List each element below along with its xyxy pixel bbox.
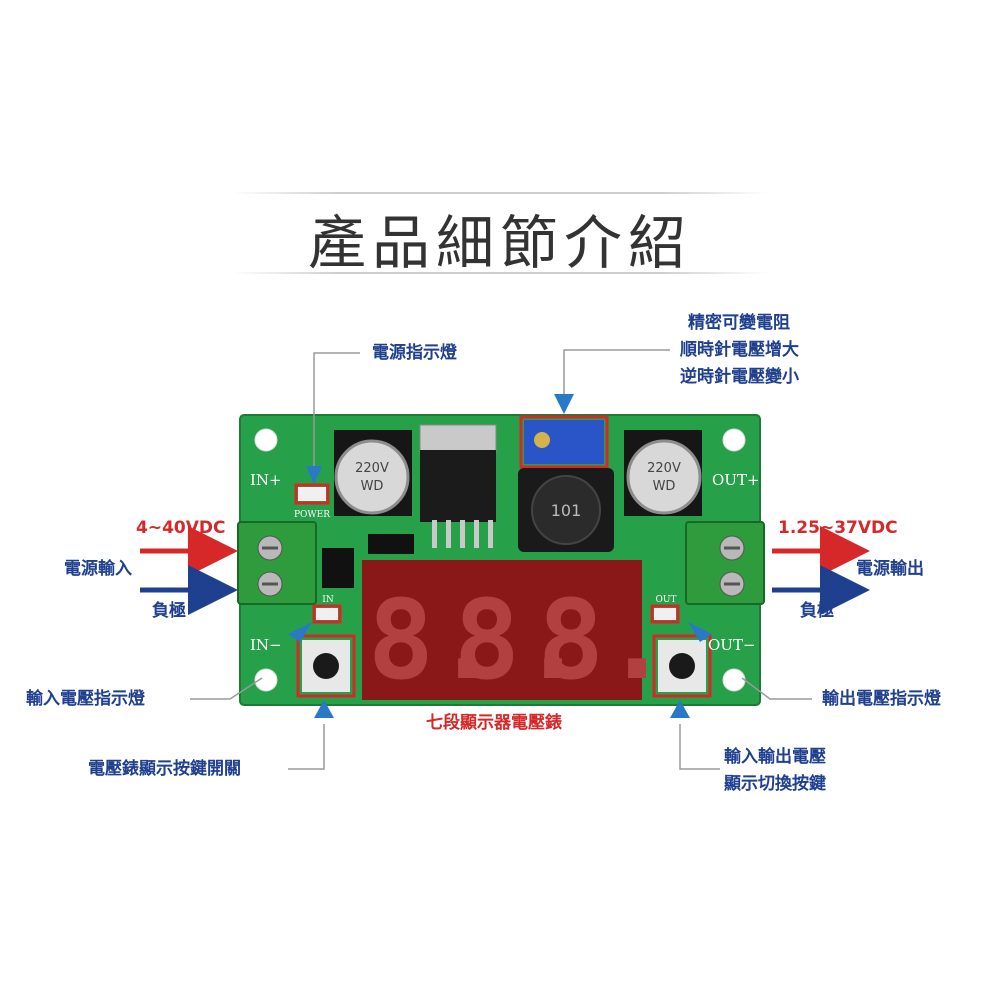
meter-switch-button [296, 634, 356, 698]
cap-left-mark: WD [361, 479, 384, 494]
mount-hole-tl [254, 428, 278, 452]
cap-right-mark: WD [653, 479, 676, 494]
mount-hole-tr [722, 428, 746, 452]
leader-input-indicator [190, 677, 263, 700]
svg-text:8.: 8. [454, 576, 586, 704]
leader-toggle-button [679, 724, 720, 770]
callout-display: 七段顯示器電壓錶 [426, 713, 562, 733]
silk-in: IN [322, 595, 334, 605]
potentiometer [519, 415, 609, 469]
svg-text:8.: 8. [368, 576, 500, 704]
output-terminal-block [685, 521, 765, 605]
silk-out: OUT [656, 595, 677, 605]
silk-power: POWER [294, 510, 330, 520]
mount-hole-bl [254, 668, 278, 692]
page-title: 產品細節介紹 [307, 209, 692, 277]
leader-meter-switch [288, 724, 325, 770]
title-top-rule [230, 192, 770, 194]
capacitor-left: 220V WD [334, 430, 412, 516]
callout-meter-switch: 電壓錶顯示按鍵開關 [88, 759, 241, 779]
callout-potentiometer-1: 精密可變電阻 [688, 313, 790, 333]
input-voltage-range: 4~40VDC [136, 518, 226, 538]
smd-diode [368, 534, 414, 554]
pointer-toggle-button [670, 700, 690, 718]
callout-power-indicator: 電源指示燈 [372, 343, 457, 363]
cap-right-rating: 220V [647, 461, 681, 476]
callout-potentiometer-2: 順時針電壓增大 [680, 340, 799, 360]
pointer-meter-switch [314, 700, 334, 718]
silk-out-minus: OUT− [708, 636, 756, 654]
transistor [322, 548, 354, 588]
callout-power-input: 電源輸入 [64, 559, 132, 579]
pointer-input-indicator [288, 622, 312, 642]
leader-power-indicator [313, 352, 360, 470]
input-indicator-led [312, 604, 342, 624]
inductor-mark: 101 [551, 501, 582, 520]
cap-left-rating: 220V [355, 461, 389, 476]
callout-output-indicator: 輸出電壓指示燈 [822, 689, 941, 709]
capacitor-right: 220V WD [624, 430, 702, 516]
callout-potentiometer-3: 逆時針電壓變小 [680, 367, 799, 387]
callout-power-output: 電源輸出 [856, 559, 924, 579]
leader-potentiometer [563, 349, 670, 398]
callout-negative-in: 負極 [152, 601, 186, 621]
callout-toggle-button-1: 輸入輸出電壓 [724, 747, 826, 767]
output-indicator-led [650, 604, 680, 624]
pointer-power-indicator [306, 466, 322, 484]
callout-toggle-button-2: 顯示切換按鍵 [724, 774, 826, 794]
output-voltage-range: 1.25~37VDC [778, 518, 898, 538]
silk-in-plus: IN+ [250, 471, 282, 489]
input-terminal-block [237, 521, 317, 605]
pointer-output-indicator [688, 622, 712, 642]
silk-in-minus: IN− [250, 636, 282, 654]
leader-output-indicator [741, 677, 812, 700]
callout-input-indicator: 輸入電壓指示燈 [26, 689, 145, 709]
inductor: 101 [518, 468, 614, 552]
silk-out-plus: OUT+ [712, 471, 760, 489]
power-led [294, 483, 330, 505]
regulator-ic [419, 424, 497, 548]
seven-segment-display: 8. 8. 8. [362, 560, 670, 704]
svg-text:8.: 8. [538, 576, 670, 704]
title-bottom-rule [230, 272, 770, 274]
pointer-potentiometer [554, 394, 574, 414]
toggle-display-button [652, 634, 712, 698]
callout-negative-out: 負極 [800, 601, 834, 621]
mount-hole-br [722, 668, 746, 692]
